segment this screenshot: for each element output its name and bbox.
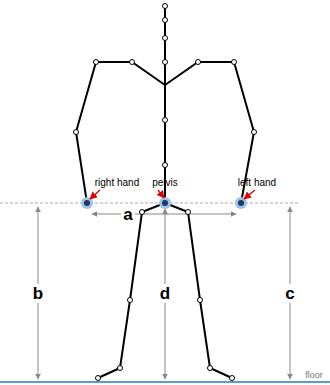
joint-label: right hand <box>95 178 139 188</box>
skeleton-bones <box>76 6 254 378</box>
joint-label: pelvis <box>152 178 178 188</box>
skeleton-joints <box>74 4 257 381</box>
dimension-label: b <box>31 284 45 303</box>
reference-line <box>0 203 300 204</box>
dimension-label: c <box>283 284 296 303</box>
dimension-line <box>92 214 236 215</box>
highlight-joints <box>81 197 247 209</box>
floor-label: floor <box>305 371 323 380</box>
dimension-label: a <box>121 205 134 224</box>
floor-line <box>0 381 330 383</box>
joint-label: left hand <box>238 178 276 188</box>
dimension-label: d <box>158 284 172 303</box>
leader-arrows <box>90 190 255 199</box>
